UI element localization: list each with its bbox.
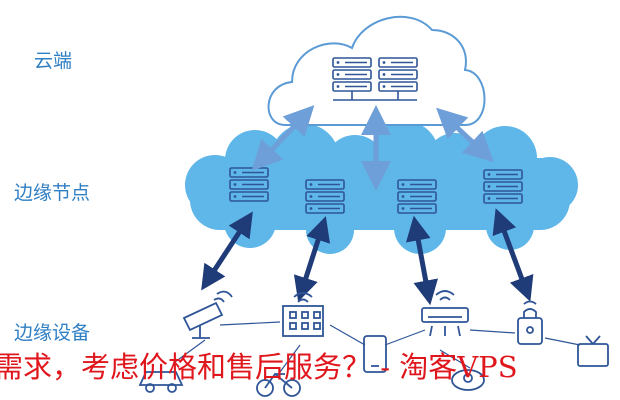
label-cloud: 云端: [34, 50, 73, 72]
watermark-text: 需求，考虑价格和售后服务？ - 淘客VPS: [0, 350, 518, 384]
smartphone-icon: [363, 335, 387, 373]
server-rack-icon: [332, 57, 372, 92]
label-edge-devices: 边缘设备: [14, 322, 91, 344]
cloud-edge-arrows: [251, 105, 494, 191]
server-rack-icon: [483, 169, 523, 204]
edge-node-cloud: [185, 121, 578, 254]
server-rack-icon: [229, 167, 269, 202]
edge-device-arrows: [201, 208, 534, 306]
device-network-lines: [174, 321, 581, 373]
tv-icon: [577, 335, 609, 367]
cloud-servers: [332, 57, 418, 101]
cctv-camera-icon: [182, 290, 233, 339]
smart-lock-icon: [517, 300, 543, 345]
server-rack-icon: [305, 179, 345, 214]
bicycle-icon: [256, 372, 301, 397]
server-rack-icon: [397, 179, 437, 214]
car-icon: [138, 371, 184, 393]
label-edge-nodes: 边缘节点: [14, 182, 91, 204]
robot-vacuum-icon: [451, 369, 485, 391]
building-icon: [282, 292, 324, 337]
air-conditioner-icon: [421, 290, 469, 337]
server-rack-icon: [378, 57, 418, 92]
cloud-outline: [267, 15, 486, 126]
